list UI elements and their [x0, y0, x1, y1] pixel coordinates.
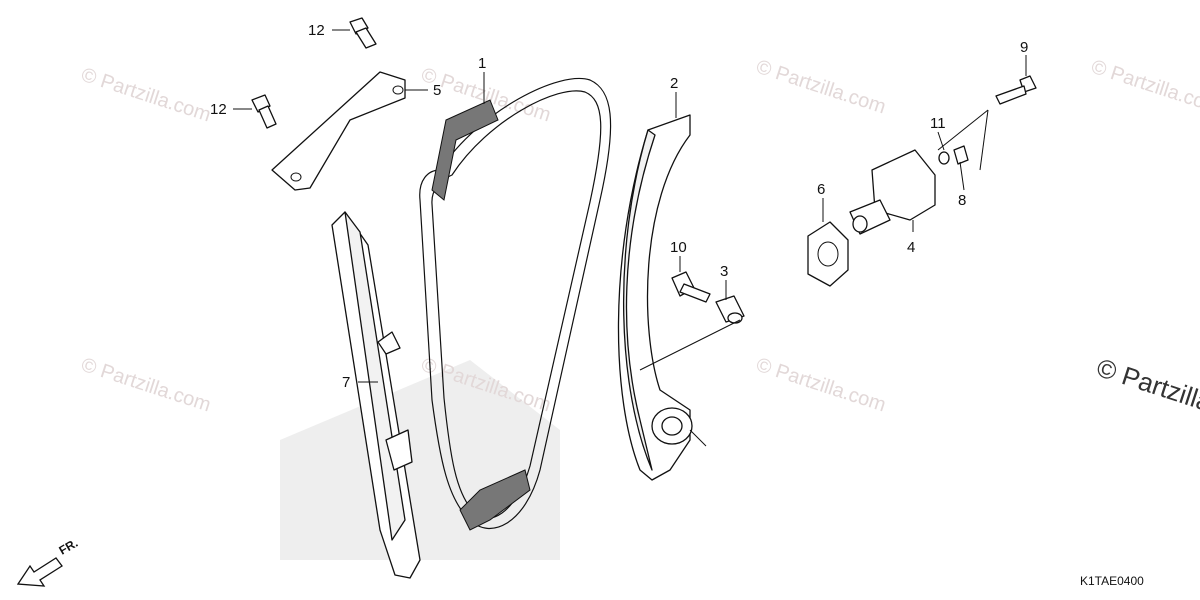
- tensioner-arm-2: [617, 114, 693, 481]
- washer-11: [938, 151, 950, 165]
- bolt-8: [953, 145, 969, 165]
- callout-9: 9: [1020, 39, 1028, 56]
- callout-11: 11: [930, 115, 946, 132]
- tensioner-lifter-4: [849, 149, 936, 235]
- callout-6: 6: [817, 181, 825, 198]
- callout-4: 4: [907, 239, 915, 256]
- bolt-9: [995, 75, 1037, 105]
- watermark-text: © Partzilla.com: [78, 354, 213, 417]
- callout-12-left: 12: [210, 101, 227, 118]
- callout-3: 3: [720, 263, 728, 280]
- callout-12-top: 12: [308, 22, 325, 39]
- bracket-plate-5: [271, 71, 406, 191]
- callout-5: 5: [433, 82, 441, 99]
- front-indicator-label: FR.: [57, 536, 81, 558]
- watermark-text: © Partzilla.com: [1088, 56, 1200, 119]
- diagram-code: K1TAE0400: [1080, 574, 1144, 588]
- pivot-bolt-10: [671, 271, 711, 303]
- chain-guide-7: [331, 211, 421, 579]
- leader-lines: [233, 29, 1027, 447]
- watermark-text: © Partzilla.com: [753, 56, 888, 119]
- callout-8: 8: [958, 192, 966, 209]
- collar-3: [715, 295, 745, 324]
- callout-10: 10: [670, 239, 687, 256]
- watermark-large-text: © Partzilla: [1093, 352, 1200, 417]
- front-indicator: FR.: [16, 536, 81, 587]
- cam-chain-1: [419, 78, 612, 531]
- bolt-12-left: [251, 94, 277, 129]
- gasket-6: [807, 221, 849, 287]
- watermark-text: © Partzilla.com: [753, 354, 888, 417]
- callout-group: 1 2 3 4 5 6 7 8 9 10 11 12 12: [210, 22, 1028, 391]
- callout-7: 7: [342, 374, 350, 391]
- watermark-text: © Partzilla.com: [78, 64, 213, 127]
- callout-2: 2: [670, 75, 678, 92]
- callout-1: 1: [478, 55, 486, 72]
- bolt-12-top: [349, 17, 377, 49]
